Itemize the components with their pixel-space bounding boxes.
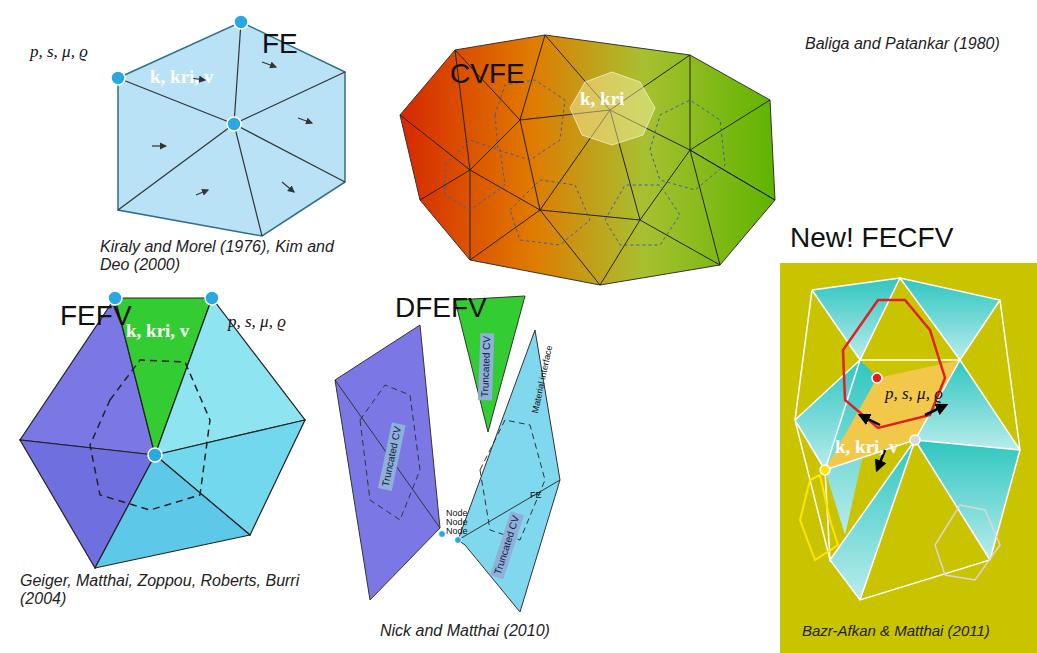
fefv-mesh <box>20 291 305 568</box>
panel-title: FE <box>262 28 298 60</box>
region-label: Truncated CV <box>478 333 494 401</box>
element-label: FE <box>530 490 542 500</box>
citation: Nick and Matthai (2010) <box>380 622 550 640</box>
cvfe-mesh <box>400 35 775 285</box>
node-label: Node <box>446 517 468 527</box>
fecfv-mesh <box>780 263 1037 653</box>
variable-list: p, s, μ, ϱ <box>30 42 88 62</box>
fe-panel: FE p, s, μ, ϱ k, kri, v Kiraly and Morel (1… <box>0 0 370 290</box>
citation: Kiraly and Morel (1976), Kim and Deo (20… <box>100 238 340 275</box>
panel-title: CVFE <box>450 58 525 90</box>
property-list: k, kri <box>580 88 624 110</box>
dfefv-panel: DFEFVTruncated CVMaterial interfaceTrunc… <box>330 285 575 653</box>
region-label: Truncated CV <box>378 422 405 491</box>
citation: Geiger, Matthai, Zoppou, Roberts, Burri … <box>20 572 310 609</box>
property-list: k, kri, v <box>126 320 189 342</box>
region-label: Truncated CV <box>490 511 524 579</box>
dfefv-mesh <box>335 296 560 612</box>
fecfv-panel: New! FECFV p, s, μ, ϱ k, kri, v Bazr-Afkan … <box>780 215 1037 653</box>
property-list: k, kri, v <box>150 66 213 88</box>
panel-title: FEFV <box>60 300 132 332</box>
node-label: Node <box>446 508 468 518</box>
citation: Bazr-Afkan & Matthai (2011) <box>800 622 992 639</box>
interface-label: Material interface <box>530 344 554 414</box>
variable-list: p, s, μ, ϱ <box>885 384 943 404</box>
citation: Baliga and Patankar (1980) <box>805 35 1000 53</box>
panel-title: DFEFV <box>395 292 487 324</box>
variable-list: p, s, μ, ϱ <box>228 312 286 332</box>
panel-title: New! FECFV <box>790 222 953 254</box>
property-list: k, kri, v <box>835 436 898 458</box>
node-label: Node <box>446 526 468 536</box>
fefv-panel: FEFV p, s, μ, ϱ k, kri, v Geiger, Matthai, … <box>0 285 330 653</box>
fe-mesh <box>111 15 345 236</box>
